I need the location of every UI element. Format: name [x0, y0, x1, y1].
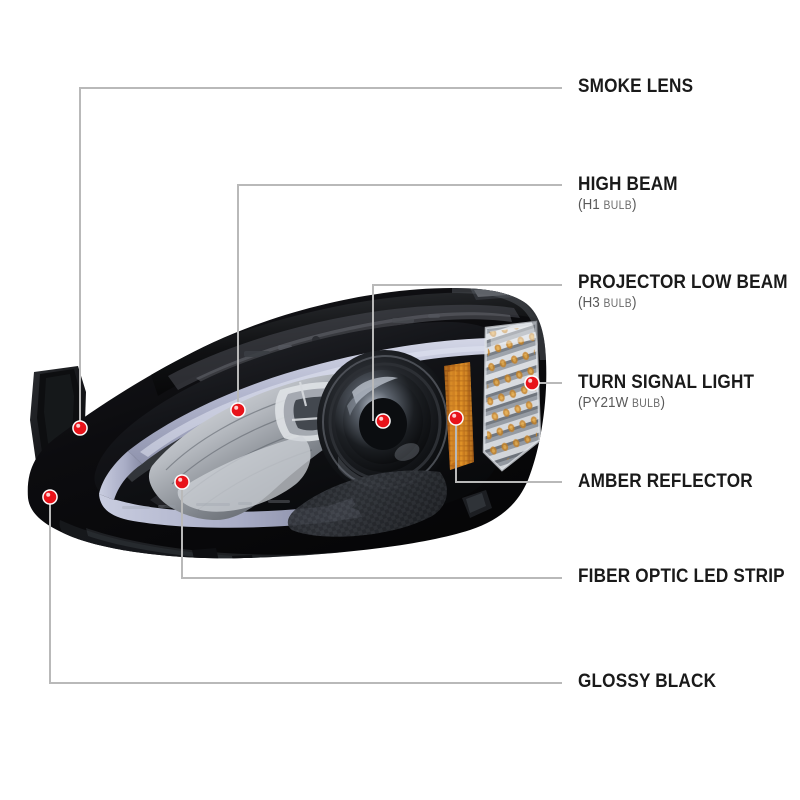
marker-high-beam — [230, 402, 246, 418]
callout-smoke-lens: SMOKE LENS — [578, 75, 709, 97]
markers — [42, 375, 540, 505]
callout-title-projector-low-beam: PROJECTOR LOW BEAM — [578, 271, 788, 293]
leader-smoke-lens — [79, 87, 562, 428]
leader-lines — [49, 87, 562, 684]
callout-sub-projector-low-beam: (H3 BULB) — [578, 294, 637, 312]
marker-fiber-optic-led-strip — [174, 474, 190, 490]
leader-amber-reflector — [455, 418, 562, 483]
leader-fiber-optic — [181, 482, 562, 579]
leader-glossy-black — [49, 497, 562, 684]
marker-smoke-lens — [72, 420, 88, 436]
callout-amber-reflector: AMBER REFLECTOR — [578, 470, 777, 492]
callout-title-high-beam: HIGH BEAM — [578, 173, 678, 195]
callout-title-fiber-optic-led-strip: FIBER OPTIC LED STRIP — [578, 565, 785, 587]
leader-projector-low-beam — [372, 284, 562, 421]
callout-sub-high-beam: (H1 BULB) — [578, 196, 637, 214]
callout-turn-signal-light: TURN SIGNAL LIGHT (PY21W BULB) — [578, 372, 778, 412]
bulb-word-high-beam: BULB — [603, 200, 633, 213]
turn-signal-light-lens — [482, 320, 542, 472]
callout-sub-turn-signal-light: (PY21W BULB) — [578, 394, 666, 412]
callout-title-amber-reflector: AMBER REFLECTOR — [578, 470, 753, 492]
bulb-code-projector-low-beam: H3 — [582, 294, 600, 312]
bulb-word-projector-low-beam: BULB — [603, 298, 633, 311]
lower-housing-texture — [287, 470, 447, 537]
callout-title-smoke-lens: SMOKE LENS — [578, 75, 694, 97]
bulb-code-turn-signal-light: PY21W — [582, 394, 629, 412]
callout-projector-low-beam: PROJECTOR LOW BEAM (H3 BULB) — [578, 272, 800, 312]
callout-title-turn-signal-light: TURN SIGNAL LIGHT — [578, 371, 755, 393]
callout-glossy-black: GLOSSY BLACK — [578, 670, 735, 692]
marker-turn-signal-light — [524, 375, 540, 391]
callout-fiber-optic-led-strip: FIBER OPTIC LED STRIP — [578, 565, 800, 587]
marker-projector-low-beam — [375, 413, 391, 429]
bulb-code-high-beam: H1 — [582, 196, 600, 214]
callout-high-beam: HIGH BEAM (H1 BULB) — [578, 174, 691, 214]
callout-title-glossy-black: GLOSSY BLACK — [578, 670, 717, 692]
bulb-word-turn-signal-light: BULB — [632, 398, 661, 411]
marker-amber-reflector — [448, 410, 464, 426]
marker-glossy-black — [42, 489, 58, 505]
leader-high-beam — [237, 184, 562, 410]
